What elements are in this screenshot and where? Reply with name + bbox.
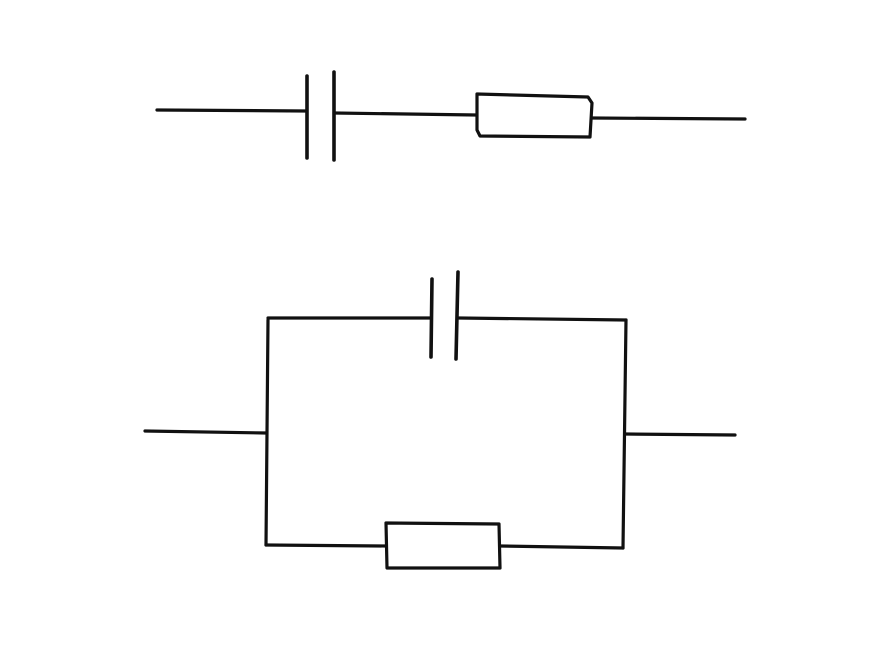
parallel-resistor <box>384 521 502 570</box>
parallel-right-lead-wire <box>623 432 737 437</box>
series-middle-wire <box>332 111 478 117</box>
parallel-top-right-wire <box>457 316 628 322</box>
series-resistor <box>475 92 594 139</box>
parallel-left-rail-wire <box>264 318 270 547</box>
parallel-rc-circuit <box>143 270 737 570</box>
series-left-lead-wire <box>155 108 308 113</box>
parallel-left-lead-wire <box>143 429 268 435</box>
parallel-capacitor-left-plate <box>429 277 434 359</box>
parallel-bottom-right-wire <box>498 544 625 550</box>
series-right-lead-wire <box>590 116 747 121</box>
parallel-capacitor-right-plate <box>454 270 460 361</box>
series-rc-circuit <box>155 70 747 162</box>
parallel-bottom-left-wire <box>264 543 388 548</box>
